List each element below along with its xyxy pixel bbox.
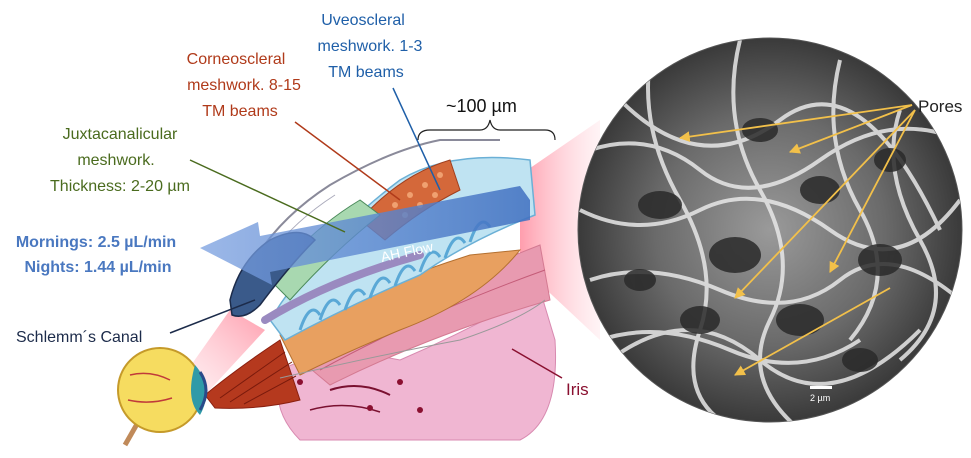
corneoscleral-line-2: meshwork. 8-15: [187, 77, 301, 94]
corneoscleral-line-1: Corneoscleral: [187, 51, 286, 68]
flow-rate-callout: Mornings: 2.5 µL/min Nights: 1.44 µL/min: [16, 234, 176, 276]
scale-bar-line: [810, 386, 832, 389]
uveoscleral-line-1: Uveoscleral: [321, 12, 405, 29]
juxtacanalicular-callout: Juxtacanalicular meshwork. Thickness: 2-…: [50, 126, 190, 195]
scale-100-brace: [418, 120, 555, 140]
juxtacanalicular-line-2: meshwork.: [77, 152, 154, 169]
juxtacanalicular-pointer: [190, 160, 345, 232]
uveoscleral-line-2: meshwork. 1-3: [318, 38, 423, 55]
scale-100-label: ~100 µm: [446, 96, 517, 116]
corneoscleral-callout: Corneoscleral meshwork. 8-15 TM beams: [187, 51, 301, 120]
corneoscleral-line-3: TM beams: [202, 103, 278, 120]
flow-rate-mornings: Mornings: 2.5 µL/min: [16, 234, 176, 251]
sem-micrograph: 2 µm: [578, 38, 962, 430]
iris-label: Iris: [566, 380, 589, 399]
uveoscleral-line-3: TM beams: [328, 64, 404, 81]
corneoscleral-pointer: [295, 122, 400, 200]
juxtacanalicular-line-1: Juxtacanalicular: [63, 126, 178, 143]
uveoscleral-callout: Uveoscleral meshwork. 1-3 TM beams: [318, 12, 423, 81]
scale-bar-label: 2 µm: [810, 393, 830, 403]
eye-icon: [118, 348, 206, 445]
juxtacanalicular-line-3: Thickness: 2-20 µm: [50, 178, 190, 195]
schlemm-canal-label: Schlemm´s Canal: [16, 329, 142, 346]
pores-label: Pores: [918, 97, 962, 116]
flow-rate-nights: Nights: 1.44 µL/min: [24, 259, 171, 276]
